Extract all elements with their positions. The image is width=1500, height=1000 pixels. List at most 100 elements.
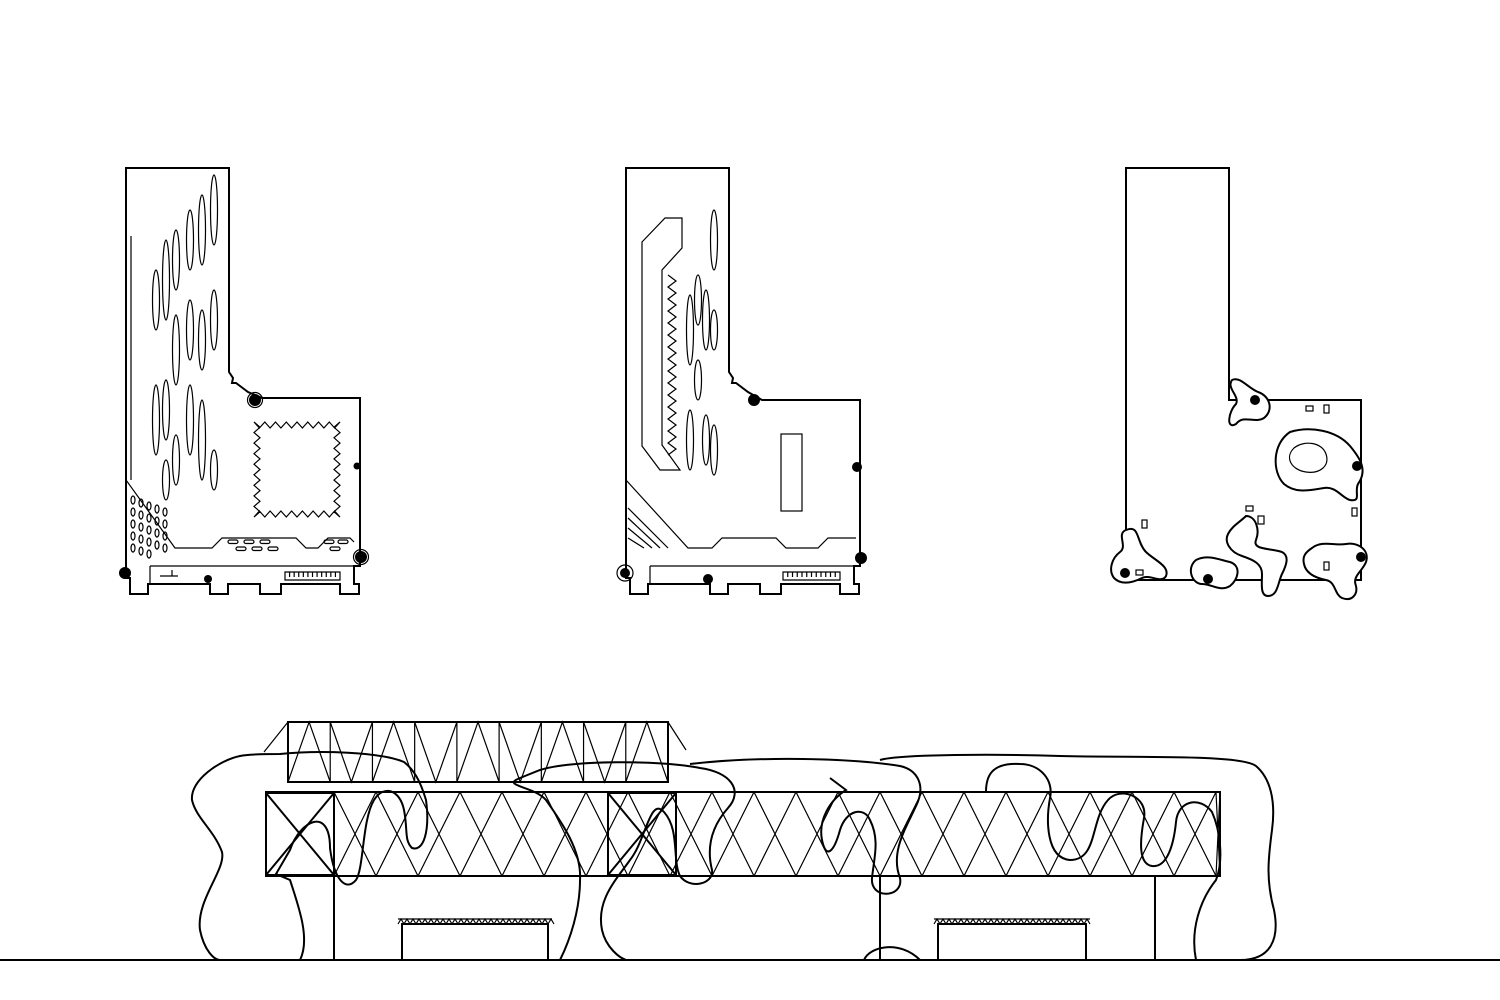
dash [251, 546, 263, 552]
slot [161, 379, 171, 441]
slot [185, 299, 195, 361]
slot [197, 194, 207, 266]
plan-3-blob [1228, 378, 1271, 427]
slot [171, 229, 181, 291]
plan-1-outline [125, 167, 361, 595]
pill [130, 519, 136, 529]
dash [337, 539, 349, 545]
plan-3-squiggle [1225, 514, 1288, 598]
plan-3-small-rects [1135, 404, 1358, 576]
plan-1-marker [355, 551, 367, 563]
pill [130, 507, 136, 517]
plan-2-marker [852, 462, 862, 472]
plan-3-blob [1302, 542, 1368, 600]
plan-1-dash-row [227, 539, 349, 552]
plan-2-marker [855, 552, 867, 564]
dash [329, 546, 341, 552]
plan-1-slots [151, 174, 219, 501]
slot [185, 384, 195, 456]
plan-3 [1110, 167, 1368, 600]
dash [259, 539, 271, 545]
plan-3-marker [1203, 574, 1213, 584]
pill [146, 501, 152, 511]
plan-1-corner-mark [160, 570, 178, 577]
plan-1-ruler-ticks [288, 572, 337, 577]
slot [209, 449, 219, 491]
slot [151, 269, 161, 331]
slot [209, 289, 219, 351]
dash [267, 546, 279, 552]
pill [138, 534, 144, 544]
slot [151, 384, 161, 456]
slot [197, 399, 207, 481]
plan-1-marker [204, 575, 212, 583]
slot [685, 294, 695, 366]
pill [138, 498, 144, 508]
plan-3-blob [1189, 556, 1239, 590]
plan-3-blob-ring [1274, 428, 1364, 502]
pill [162, 543, 168, 553]
pill [162, 519, 168, 529]
slot [685, 409, 695, 471]
plan-2-outline [625, 167, 861, 595]
pill [146, 513, 152, 523]
base [333, 876, 1156, 961]
pill [162, 531, 168, 541]
pill [146, 549, 152, 559]
pill [154, 504, 160, 514]
slot [161, 239, 171, 321]
plan-1-marker-ring [246, 391, 264, 409]
dash [243, 539, 255, 545]
plan-3-marker [1250, 395, 1260, 405]
slot [197, 309, 207, 371]
slot [209, 174, 219, 246]
lattice-band [265, 791, 1221, 877]
plan-1 [119, 167, 370, 595]
pill [146, 525, 152, 535]
plan-1-marker-ring [352, 548, 370, 566]
pill [130, 543, 136, 553]
plan-2-bottom-wall [649, 565, 854, 584]
dash [227, 539, 239, 545]
plan-2-ruler-ticks [787, 572, 836, 577]
plan-2-rect [780, 433, 803, 512]
plan-3-marker [1356, 552, 1366, 562]
dash [235, 546, 247, 552]
plan-1-marker [353, 462, 361, 470]
slot [709, 309, 719, 351]
plan-1-zigzag-square [253, 421, 341, 518]
pill [138, 546, 144, 556]
canopy-blobs [190, 751, 1277, 961]
pill [130, 531, 136, 541]
pill [146, 537, 152, 547]
pill [162, 507, 168, 517]
pill [130, 495, 136, 505]
plan-2 [616, 167, 867, 595]
plan-3-marker [1352, 461, 1362, 471]
plan-1-inner-edge [125, 236, 355, 549]
slot [161, 459, 171, 501]
plan-3-blob-hole [1289, 442, 1328, 473]
pill [138, 522, 144, 532]
pill [154, 528, 160, 538]
slot [709, 424, 719, 476]
x-boxes [265, 792, 677, 876]
slot [171, 434, 181, 486]
pill [154, 516, 160, 526]
slot [693, 359, 703, 401]
slot [693, 274, 703, 326]
slot [171, 314, 181, 386]
slot [701, 414, 711, 466]
slot [185, 209, 195, 271]
plan-2-inner-edge [625, 479, 856, 549]
plan-1-marker [119, 567, 131, 579]
top-truss [263, 720, 687, 784]
pill [154, 540, 160, 550]
plan-1-pill-grid [130, 495, 168, 559]
plan-2-slots [685, 209, 719, 476]
plan-3-marker [1120, 568, 1130, 578]
plan-1-bottom-wall [149, 565, 354, 584]
slot [701, 289, 711, 351]
